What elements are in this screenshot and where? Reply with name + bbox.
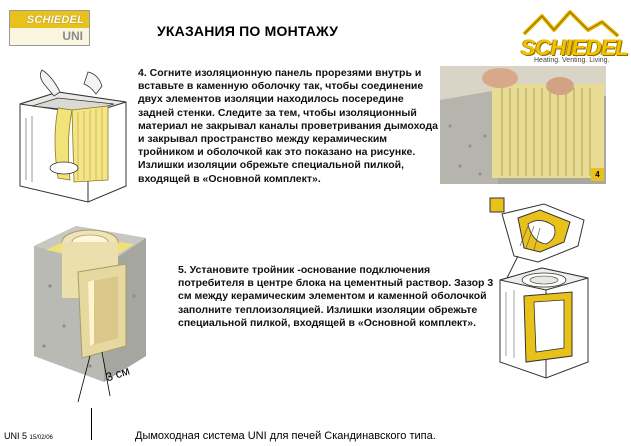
photo-number-badge: 4 [591,168,604,181]
step5-text: 5. Установите тройник -основание подключ… [178,264,494,329]
step4-illustration [19,69,127,203]
step4-text: 4. Согните изоляционную панель прорезями… [138,67,438,185]
step4-photo [440,66,606,184]
brand-box: SCHIEDEL UNI [9,10,90,46]
brand-box-word: SCHIEDEL [26,13,84,26]
logo-roof-icon [522,10,620,38]
step5-illustration [34,226,146,403]
footer-page-code: UNI 5 [4,431,28,441]
brand-box-top: SCHIEDEL [10,11,89,28]
footer-date: 15/02/06 [29,435,53,441]
schiedel-logo: SCHIEDEL Heating. Venting. Living. [518,8,629,64]
logo-wordmark: SCHIEDEL [521,35,629,60]
step5-diagram [489,197,589,379]
page-title: УКАЗАНИЯ ПО МОНТАЖУ [157,23,339,39]
footer-divider [91,408,92,440]
logo-tagline: Heating. Venting. Living. [534,57,610,64]
footer-code: UNI 5 15/02/06 [4,431,53,441]
footer-text: Дымоходная система UNI для печей Скандин… [135,430,436,442]
brand-box-product: UNI [62,29,83,43]
